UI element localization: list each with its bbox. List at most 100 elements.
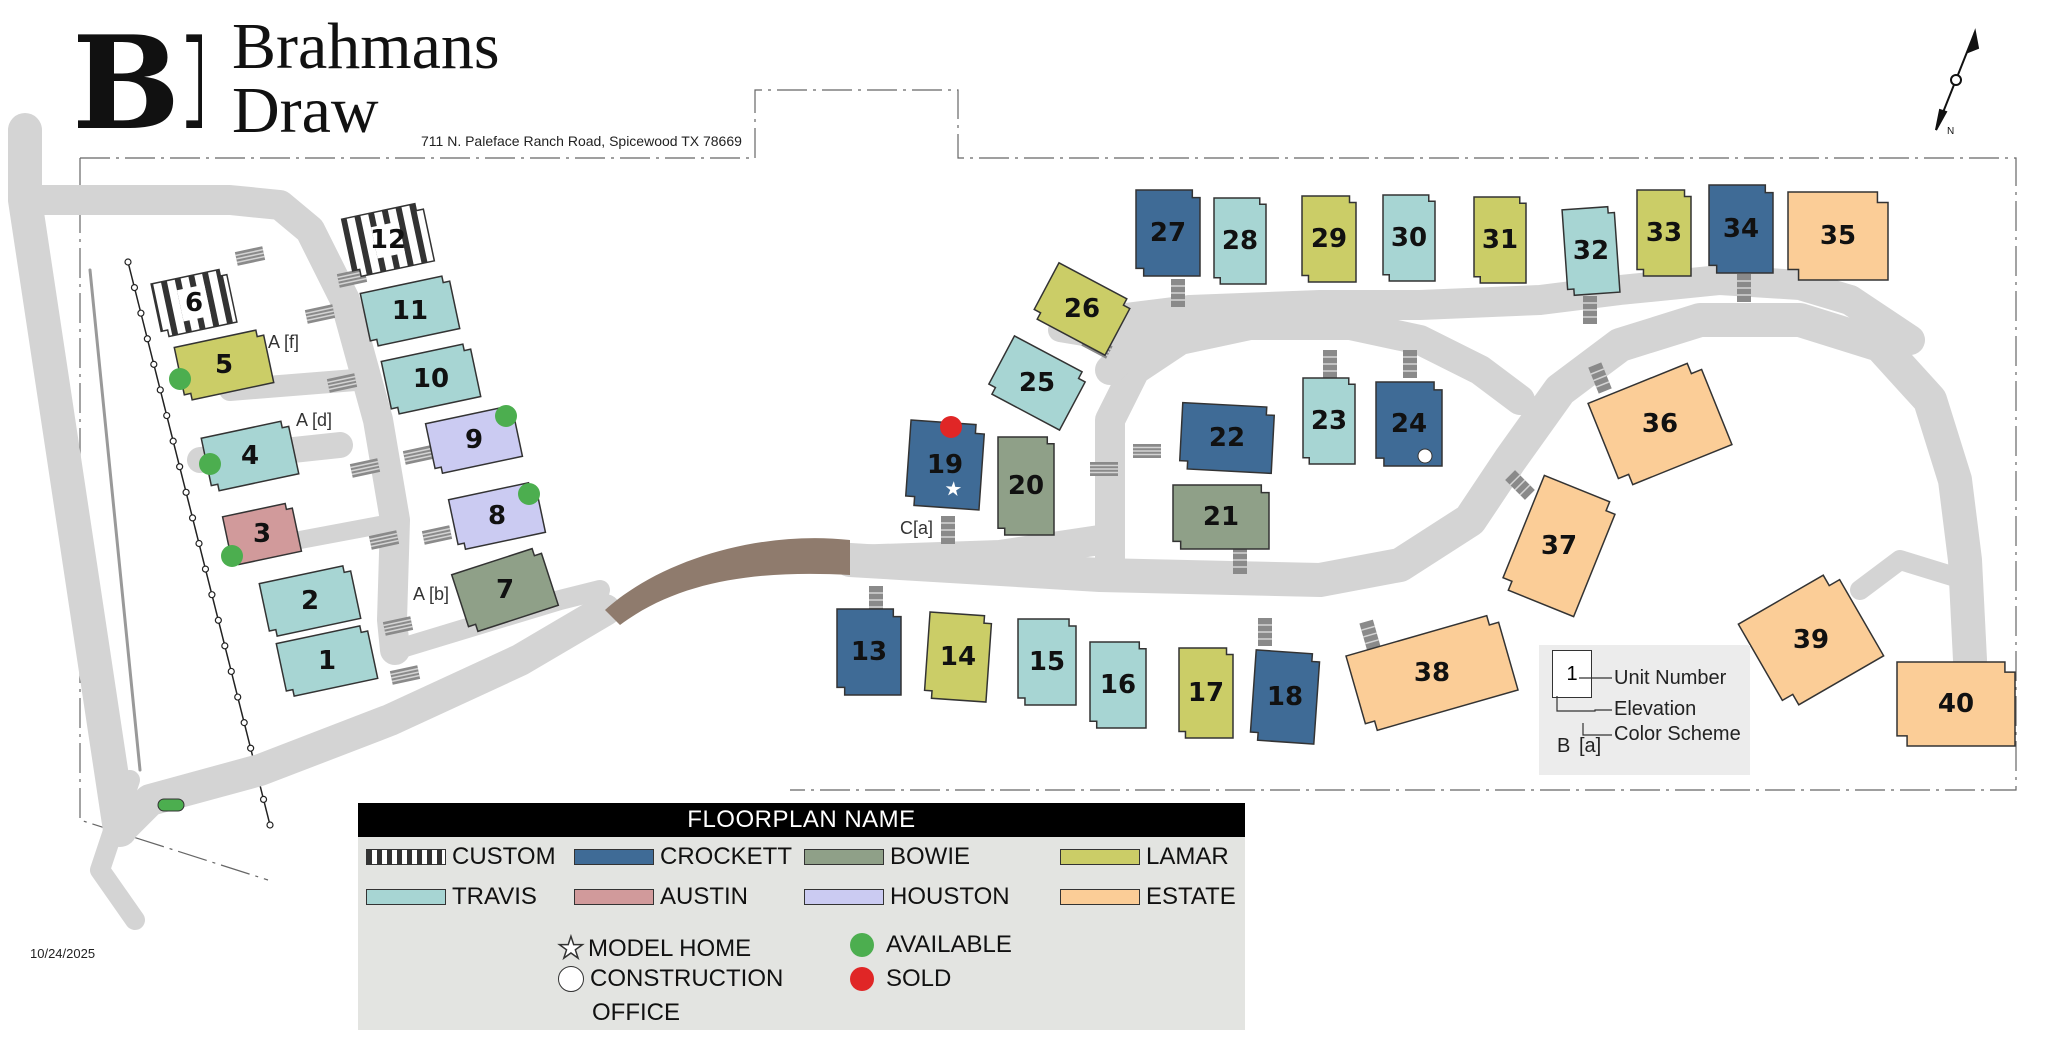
lot-footprint: [923, 611, 993, 703]
legend-construction-office-line2: OFFICE: [592, 999, 680, 1027]
driveway: [389, 665, 421, 685]
lot-1[interactable]: 1: [275, 625, 379, 698]
lot-13[interactable]: 13: [836, 608, 902, 696]
lot-number: 40: [1938, 689, 1974, 719]
lot-7[interactable]: 7: [450, 546, 560, 633]
lot-2[interactable]: 2: [258, 565, 362, 638]
lot-21[interactable]: 21: [1172, 484, 1270, 550]
lot-24[interactable]: 24: [1375, 381, 1443, 467]
lot-label-bg: [370, 221, 406, 259]
lot-number: 23: [1311, 406, 1347, 436]
lot-20[interactable]: 20: [997, 436, 1055, 536]
available-dot-icon: [518, 483, 540, 505]
driveway: [368, 530, 400, 550]
lot-29[interactable]: 29: [1301, 195, 1357, 283]
lot-footprint: [1375, 381, 1443, 467]
lot-11[interactable]: 11: [359, 275, 461, 348]
lot-34[interactable]: 34: [1708, 184, 1774, 274]
lot-footprint: [380, 343, 482, 415]
lot-footprint: [1178, 401, 1276, 475]
legend-austin: AUSTIN: [574, 883, 748, 911]
swatch-lamar: [1060, 849, 1140, 865]
lot-33[interactable]: 33: [1636, 189, 1692, 277]
lot-16[interactable]: 16: [1089, 641, 1147, 729]
legend-model-home: ★ MODEL HOME: [554, 931, 751, 966]
lot-number: 17: [1188, 678, 1224, 708]
lot-number: 12: [370, 225, 406, 255]
lot-number: 38: [1414, 658, 1450, 688]
lot-12[interactable]: 12: [340, 202, 436, 278]
lot-18[interactable]: 18: [1249, 649, 1321, 745]
lot-17[interactable]: 17: [1178, 647, 1234, 739]
legend-construction-office-label2: OFFICE: [592, 999, 680, 1026]
compass-label: N: [1947, 126, 1954, 137]
key-sample-color: [a]: [1579, 735, 1602, 757]
swatch-estate: [1060, 889, 1140, 905]
lot-37[interactable]: 37: [1499, 474, 1618, 618]
lot-footprint: [1301, 195, 1357, 283]
lot-15[interactable]: 15: [1017, 618, 1077, 706]
lot-31[interactable]: 31: [1473, 196, 1527, 284]
key-leader-lines: [1556, 677, 1612, 736]
legend-title: FLOORPLAN NAME: [358, 803, 1245, 837]
legend-houston: HOUSTON: [804, 883, 1010, 911]
legend-bowie-label: BOWIE: [890, 843, 971, 870]
lot-number: 15: [1029, 647, 1065, 677]
fence-post: [208, 591, 216, 599]
fence-post: [247, 744, 255, 752]
sold-dot-icon: [940, 416, 962, 438]
fence-post: [124, 258, 132, 266]
lot-35[interactable]: 35: [1787, 191, 1889, 281]
lot-number: 26: [1064, 294, 1100, 324]
fence-post: [221, 642, 229, 650]
lot-27[interactable]: 27: [1135, 189, 1201, 277]
legend-available: AVAILABLE: [850, 931, 1012, 959]
lot-number: 11: [392, 296, 428, 326]
fence-post: [130, 283, 139, 292]
lot-footprint: [1636, 189, 1692, 277]
lot-elevation-label: A [f]: [268, 332, 299, 352]
legend-available-label: AVAILABLE: [886, 931, 1012, 958]
lot-5[interactable]: 5: [173, 329, 275, 402]
lot-36[interactable]: 36: [1587, 359, 1733, 489]
lot-footprint: [1033, 261, 1131, 357]
lot-key: 1 B [a] Unit Number Elevation Color Sche…: [1539, 645, 1750, 775]
lot-25[interactable]: 25: [985, 334, 1088, 432]
lot-number: 10: [413, 364, 449, 394]
lot-4[interactable]: 4: [200, 420, 300, 492]
star-icon: ★: [944, 478, 963, 501]
lot-10[interactable]: 10: [380, 343, 482, 416]
swatch-bowie: [804, 849, 884, 865]
legend-travis: TRAVIS: [366, 883, 537, 911]
fence-posts: [124, 258, 274, 829]
fence-post: [188, 514, 197, 522]
legend-estate-label: ESTATE: [1146, 883, 1236, 910]
lot-6[interactable]: 6: [150, 268, 238, 338]
lot-32[interactable]: 32: [1561, 205, 1621, 297]
lot-23[interactable]: 23: [1302, 377, 1356, 465]
lot-38[interactable]: 38: [1345, 613, 1519, 733]
lot-39[interactable]: 39: [1737, 569, 1885, 711]
driveway: [349, 458, 381, 478]
driveway: [234, 246, 266, 266]
lot-22[interactable]: 22: [1178, 401, 1276, 475]
driveway: [1233, 546, 1247, 574]
lot-number: 30: [1391, 223, 1427, 253]
lot-footprint: [987, 334, 1087, 432]
driveway: [326, 373, 358, 393]
driveway: [1359, 619, 1381, 651]
lot-19[interactable]: 19★: [904, 419, 986, 511]
brand-name-line2: Draw: [232, 74, 379, 147]
lot-28[interactable]: 28: [1213, 197, 1267, 285]
driveway: [402, 445, 434, 465]
lot-30[interactable]: 30: [1382, 194, 1436, 282]
legend-custom: CUSTOM: [366, 843, 556, 871]
lot-14[interactable]: 14: [923, 611, 993, 703]
lot-40[interactable]: 40: [1896, 661, 2016, 747]
fence-post: [214, 616, 222, 624]
lot-26[interactable]: 26: [1031, 261, 1133, 357]
lot-number: 37: [1541, 531, 1577, 561]
fence-post: [169, 437, 177, 445]
lot-3[interactable]: 3: [221, 502, 303, 566]
